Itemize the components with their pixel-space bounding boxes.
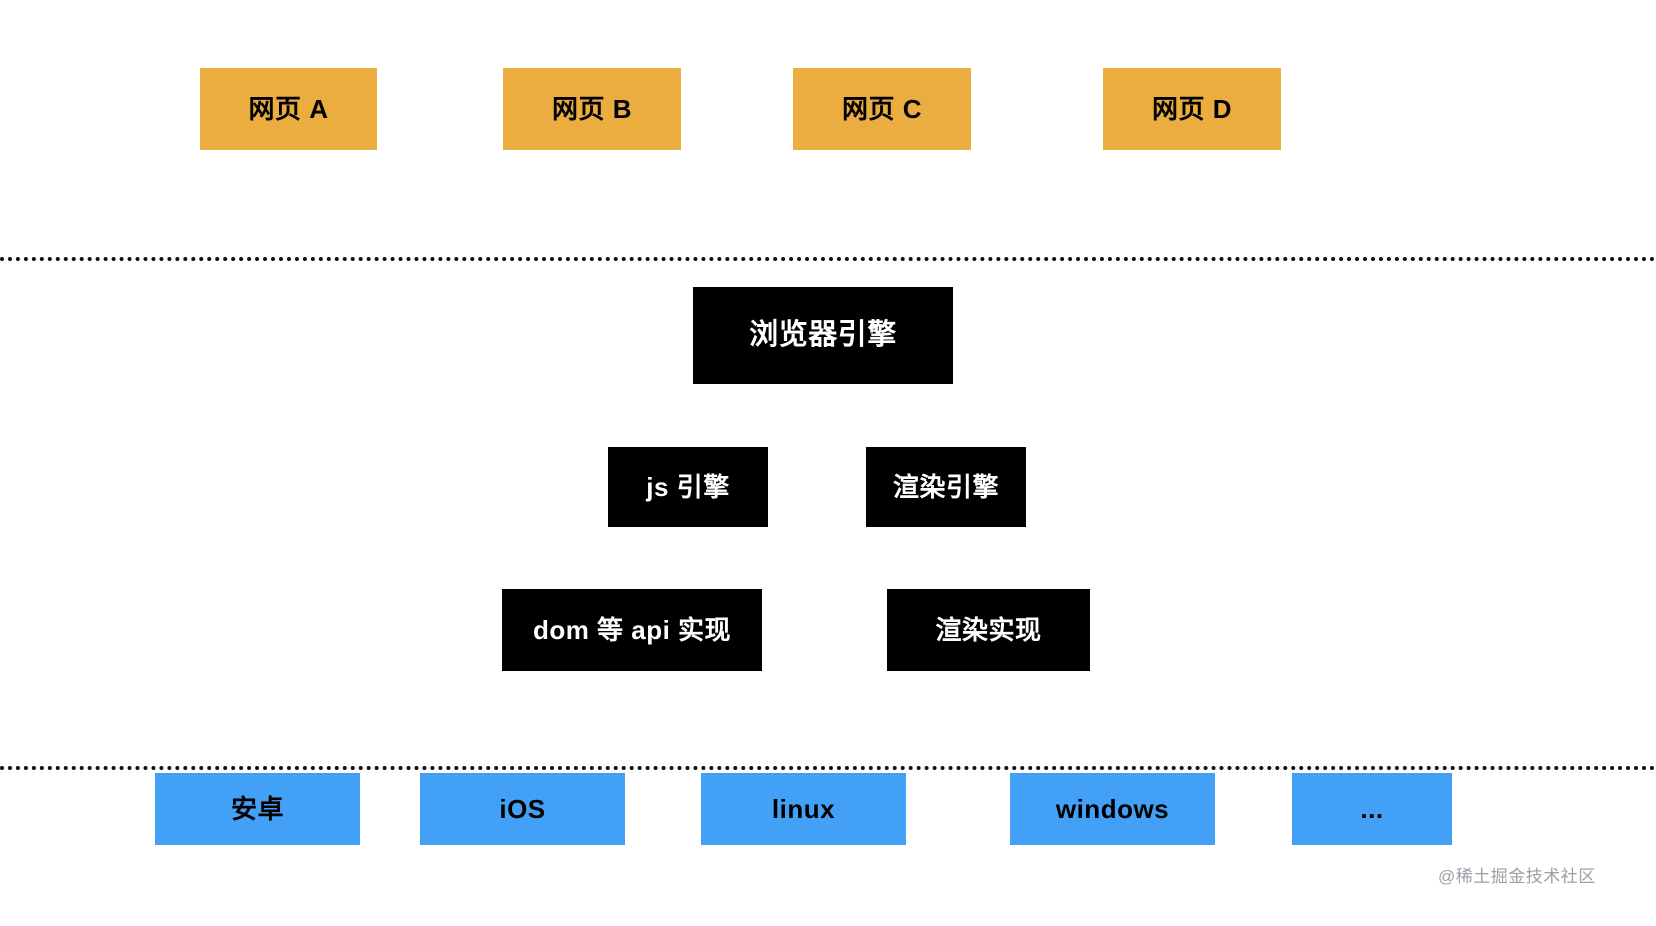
node-dom-api-impl[interactable]: dom 等 api 实现 (502, 589, 762, 671)
node-label: 渲染引擎 (892, 471, 999, 502)
node-label: 网页 D (1151, 93, 1232, 124)
node-label: 网页 B (551, 93, 632, 124)
node-os-linux[interactable]: linux (701, 773, 906, 845)
node-os-more[interactable]: ... (1292, 773, 1452, 845)
node-label: 渲染实现 (935, 614, 1042, 645)
node-render-impl[interactable]: 渲染实现 (887, 589, 1090, 671)
node-page-b[interactable]: 网页 B (503, 68, 681, 150)
node-label: linux (771, 793, 836, 824)
node-label: 网页 A (248, 93, 329, 124)
node-label: 浏览器引擎 (749, 318, 897, 351)
watermark: @稀土掘金技术社区 (1438, 867, 1596, 886)
node-label: iOS (499, 793, 546, 824)
node-os-ios[interactable]: iOS (420, 773, 625, 845)
node-page-c[interactable]: 网页 C (793, 68, 971, 150)
node-label: 网页 C (841, 93, 922, 124)
divider-bottom (0, 766, 1656, 770)
node-js-engine[interactable]: js 引擎 (608, 447, 768, 527)
node-os-windows[interactable]: windows (1010, 773, 1215, 845)
node-render-engine[interactable]: 渲染引擎 (866, 447, 1026, 527)
node-page-a[interactable]: 网页 A (200, 68, 377, 150)
node-label: windows (1055, 793, 1170, 824)
node-label: ... (1360, 793, 1384, 824)
divider-top (0, 257, 1656, 261)
node-browser-engine[interactable]: 浏览器引擎 (693, 287, 953, 384)
node-label: 安卓 (230, 793, 284, 824)
node-os-android[interactable]: 安卓 (155, 773, 360, 845)
node-label: dom 等 api 实现 (532, 614, 732, 645)
node-page-d[interactable]: 网页 D (1103, 68, 1281, 150)
node-label: js 引擎 (646, 471, 730, 502)
